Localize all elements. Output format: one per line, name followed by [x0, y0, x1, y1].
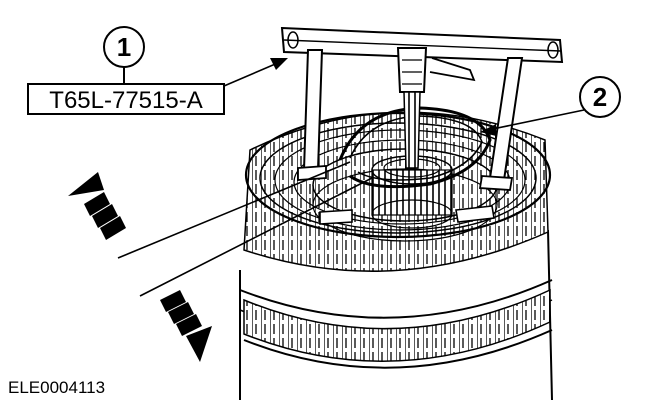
leader-arrowhead-icon — [270, 58, 288, 70]
callout-2-circle — [579, 76, 621, 118]
direction-leader-upper — [117, 161, 351, 259]
snap-ring — [338, 106, 492, 189]
direction-leader-lower — [139, 177, 373, 297]
down-arrow-icon — [160, 290, 212, 362]
leader-arrowhead-icon — [480, 124, 496, 136]
callout-1-number: 1 — [117, 32, 131, 62]
callout-2: 2 — [480, 76, 621, 136]
tool-part-number: T65L-77515-A — [49, 87, 202, 114]
callout-1: 1 T65L-77515-A — [27, 26, 288, 115]
callout-2-number: 2 — [593, 82, 607, 112]
part-number-box — [27, 83, 225, 115]
clutch-drum-teeth-lower — [243, 288, 551, 362]
up-arrow-icon — [68, 172, 126, 240]
figure-id: ELE0004113 — [8, 378, 105, 397]
spring-compressor-tool — [280, 26, 564, 191]
transmission-drum-assembly — [239, 111, 553, 401]
